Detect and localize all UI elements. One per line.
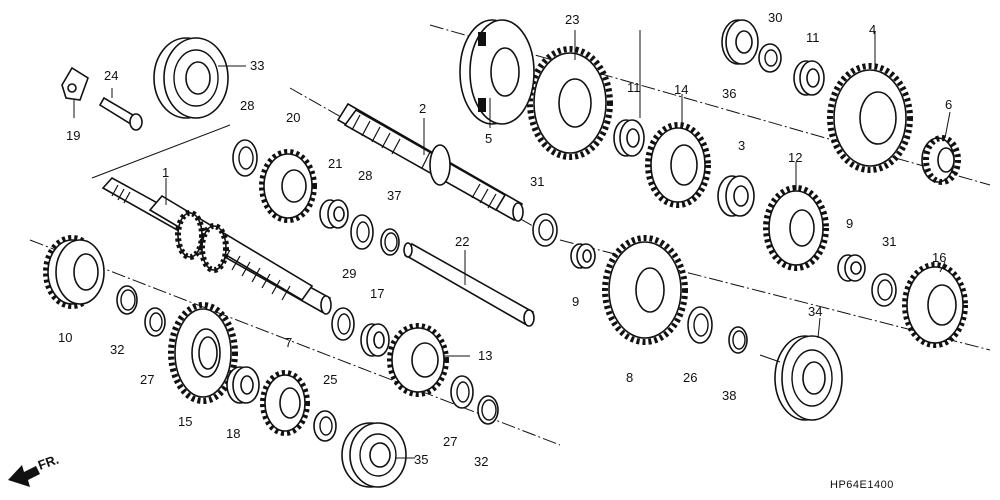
countershaft[interactable] [336,102,524,222]
washer-31b[interactable] [871,273,897,307]
callout-1[interactable]: 1 [162,165,169,180]
callout-9b[interactable]: 9 [846,216,853,231]
callout-19[interactable]: 19 [66,128,80,143]
callout-33[interactable]: 33 [250,58,264,73]
callout-28b[interactable]: 28 [358,168,372,183]
callout-31a[interactable]: 31 [530,174,544,189]
needle-bearing-17[interactable] [360,323,390,357]
washer-25[interactable] [313,410,337,442]
callout-20[interactable]: 20 [286,110,300,125]
washer-31a[interactable] [532,213,558,247]
callout-7[interactable]: 7 [285,335,292,350]
bearing-34[interactable] [774,335,843,421]
callout-16[interactable]: 16 [932,250,946,265]
leader-lines [73,30,951,459]
callout-35[interactable]: 35 [414,452,428,467]
callout-18[interactable]: 18 [226,426,240,441]
gear-4[interactable] [827,63,913,173]
bushing-9b[interactable] [837,254,866,282]
callout-4[interactable]: 4 [869,22,876,37]
callout-28a[interactable]: 28 [240,98,254,113]
washer-30[interactable] [758,43,782,73]
washer-27a[interactable] [144,307,166,337]
callout-15[interactable]: 15 [178,414,192,429]
front-direction-arrow: FR. [8,452,61,487]
gear-8[interactable] [602,235,688,345]
needle-bearing-11b[interactable] [793,60,825,96]
washer-28b[interactable] [350,214,374,250]
gear-7[interactable] [260,370,310,436]
callout-26[interactable]: 26 [683,370,697,385]
callout-22[interactable]: 22 [455,234,469,249]
callout-11a[interactable]: 11 [627,80,641,95]
callout-labels: 1 2 3 4 5 6 7 8 9 9 10 11 11 12 13 14 15… [58,10,952,469]
shift-dog-5[interactable] [459,19,535,125]
bearing-36[interactable] [721,19,759,65]
bolt-24[interactable] [98,96,143,131]
gear-10[interactable] [43,235,105,309]
callout-23[interactable]: 23 [565,12,579,27]
circlip-37[interactable] [380,228,400,256]
callout-17[interactable]: 17 [370,286,384,301]
callout-32b[interactable]: 32 [474,454,488,469]
gear-12[interactable] [763,185,829,271]
callout-29[interactable]: 29 [342,266,356,281]
callout-2[interactable]: 2 [419,101,426,116]
mainshaft-splines [111,184,291,301]
callout-25[interactable]: 25 [323,372,337,387]
callout-27b[interactable]: 27 [443,434,457,449]
fork-shaft[interactable] [403,242,535,327]
gear-15[interactable] [168,302,238,404]
callout-11b[interactable]: 11 [806,30,820,45]
callout-21[interactable]: 21 [328,156,342,171]
callout-34[interactable]: 34 [808,304,822,319]
needle-bearing-6[interactable] [921,135,961,185]
gear-14[interactable] [645,122,711,208]
callout-31b[interactable]: 31 [882,234,896,249]
callout-8[interactable]: 8 [626,370,633,385]
callout-14[interactable]: 14 [674,82,688,97]
callout-9a[interactable]: 9 [572,294,579,309]
gear-13[interactable] [387,323,449,397]
gear-16[interactable] [902,262,968,348]
gear-23[interactable] [527,46,613,160]
setting-plate-19[interactable] [61,66,89,101]
direction-label: FR. [36,452,61,473]
washer-29[interactable] [331,307,355,341]
bearing-33[interactable] [153,37,229,119]
circlip-32a[interactable] [116,285,138,315]
circlip-38[interactable] [728,326,748,354]
needle-bearing-18[interactable] [226,366,260,404]
washer-27b[interactable] [450,375,474,409]
callout-32a[interactable]: 32 [110,342,124,357]
bushing-3[interactable] [717,175,755,217]
diagram-code: HP64E1400 [830,479,894,491]
callout-13[interactable]: 13 [478,348,492,363]
washer-28a[interactable] [232,139,258,177]
callout-10[interactable]: 10 [58,330,72,345]
callout-3[interactable]: 3 [738,138,745,153]
callout-5[interactable]: 5 [485,131,492,146]
circlip-32b[interactable] [477,395,499,425]
bushing-9a[interactable] [570,243,596,269]
bearing-35[interactable] [341,422,407,488]
washer-26[interactable] [687,306,713,344]
callout-38[interactable]: 38 [722,388,736,403]
callout-24[interactable]: 24 [104,68,118,83]
callout-27a[interactable]: 27 [140,372,154,387]
bushing-21[interactable] [319,199,349,229]
callout-12[interactable]: 12 [788,150,802,165]
needle-bearing-11a[interactable] [613,119,645,157]
callout-6[interactable]: 6 [945,97,952,112]
callout-37[interactable]: 37 [387,188,401,203]
gear-20[interactable] [259,149,317,223]
mainshaft[interactable] [101,176,332,315]
callout-36[interactable]: 36 [722,86,736,101]
callout-30[interactable]: 30 [768,10,782,25]
